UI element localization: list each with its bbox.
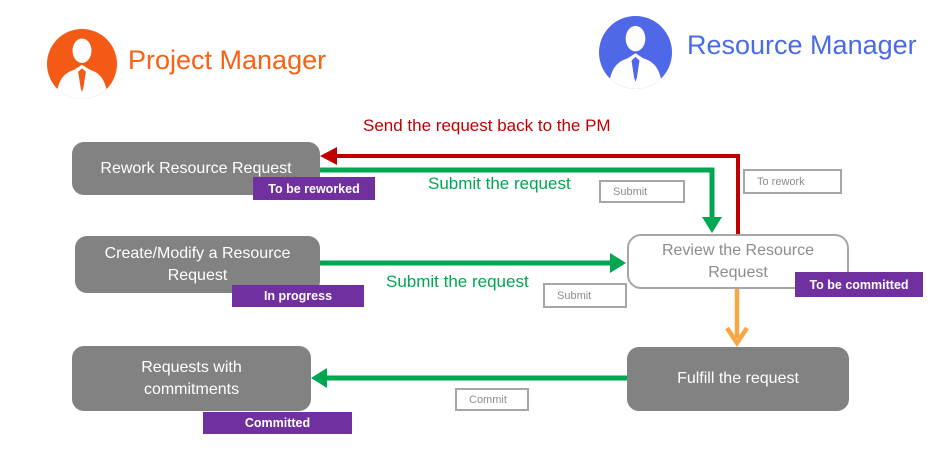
- arrowhead-submit-from-rework: [702, 217, 722, 233]
- submit-button-rework[interactable]: Submit: [599, 180, 685, 203]
- status-badge-to-be-committed: To be committed: [795, 272, 923, 297]
- status-badge-to-be-reworked: To be reworked: [253, 177, 375, 200]
- edge-label-send-back: Send the request back to the PM: [363, 116, 611, 135]
- node-fulfill-the-request: Fulfill the request: [627, 347, 849, 411]
- node-requests-with-commitments: Requests with commitments: [72, 346, 311, 411]
- status-badge-in-progress: In progress: [232, 285, 364, 307]
- node-label: Requests with commitments: [141, 358, 242, 398]
- arrowhead-fulfill: [725, 326, 749, 348]
- resource-manager-avatar-icon: [599, 16, 672, 89]
- node-label: Review the Resource Request: [661, 241, 815, 281]
- node-label: Rework Resource Request: [100, 159, 292, 177]
- to-rework-button[interactable]: To rework: [743, 169, 842, 194]
- submit-button-create[interactable]: Submit: [543, 283, 627, 308]
- resource-manager-title: Resource Manager: [687, 30, 917, 60]
- project-manager-title: Project Manager: [128, 45, 327, 75]
- project-manager-avatar-icon: [47, 29, 117, 99]
- arrowhead-submit-from-create: [610, 253, 626, 273]
- arrowhead-commit: [311, 368, 327, 388]
- commit-button[interactable]: Commit: [455, 388, 529, 411]
- status-badge-committed: Committed: [203, 412, 352, 434]
- edge-label-submit-rework: Submit the request: [428, 174, 571, 193]
- node-label: Create/Modify a Resource Request: [104, 244, 291, 284]
- node-label: Fulfill the request: [677, 370, 799, 388]
- arrowhead-send-back: [320, 147, 337, 165]
- edge-label-submit-create: Submit the request: [386, 272, 529, 291]
- node-create-modify-resource-request: Create/Modify a Resource Request: [75, 236, 320, 293]
